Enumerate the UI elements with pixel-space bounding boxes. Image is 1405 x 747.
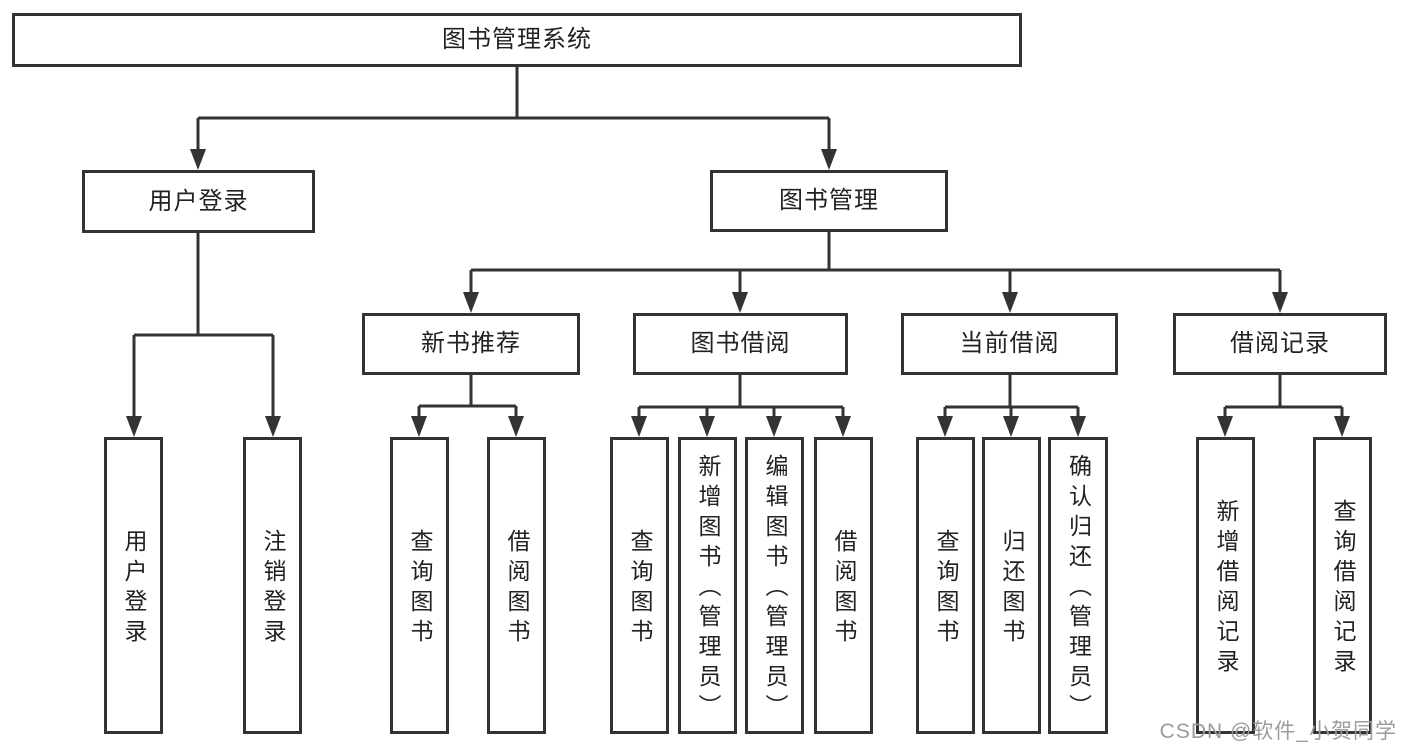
node-book-borrow: 图书借阅 — [633, 313, 848, 375]
leaf-user-login: 用户登录 — [104, 437, 163, 734]
leaf-borrow-books-recommend: 借阅图书 — [487, 437, 546, 734]
node-label: 新增借阅记录 — [1213, 499, 1239, 679]
leaf-add-books-admin: 新增图书（管理员） — [678, 437, 737, 734]
leaf-logout: 注销登录 — [243, 437, 302, 734]
node-label: 确认归还（管理员） — [1065, 454, 1092, 724]
node-library-management-system: 图书管理系统 — [12, 13, 1022, 67]
node-label: 编辑图书（管理员） — [762, 454, 788, 724]
node-label: 图书管理系统 — [442, 26, 592, 53]
node-label: 查询借阅记录 — [1330, 499, 1356, 679]
csdn-watermark: CSDN @软件_小贺同学 — [1159, 720, 1397, 743]
node-label: 图书管理 — [779, 187, 879, 214]
leaf-confirm-return-admin: 确认归还（管理员） — [1048, 437, 1108, 734]
node-user-login: 用户登录 — [82, 170, 315, 233]
leaf-return-books: 归还图书 — [982, 437, 1041, 734]
leaf-query-borrow-record: 查询借阅记录 — [1313, 437, 1372, 734]
node-borrow-records: 借阅记录 — [1173, 313, 1387, 375]
node-new-book-recommend: 新书推荐 — [362, 313, 580, 375]
leaf-borrow-books: 借阅图书 — [814, 437, 873, 734]
leaf-query-books-recommend: 查询图书 — [390, 437, 449, 734]
node-current-borrow: 当前借阅 — [901, 313, 1118, 375]
node-label: 图书借阅 — [690, 330, 791, 357]
node-label: 查询图书 — [627, 529, 653, 649]
leaf-query-books-current: 查询图书 — [916, 437, 975, 734]
leaf-edit-books-admin: 编辑图书（管理员） — [745, 437, 804, 734]
node-label: 用户登录 — [148, 187, 249, 215]
node-label: 借阅图书 — [831, 529, 857, 649]
node-label: 归还图书 — [999, 529, 1025, 649]
connector-paths — [132, 67, 1344, 420]
node-label: 新书推荐 — [421, 330, 521, 357]
leaf-add-borrow-record: 新增借阅记录 — [1196, 437, 1255, 734]
node-label: 查询图书 — [407, 529, 433, 649]
node-label: 查询图书 — [933, 529, 959, 649]
node-label: 注销登录 — [260, 529, 286, 649]
arrowheads — [126, 149, 1350, 437]
node-label: 当前借阅 — [959, 330, 1060, 357]
node-label: 新增图书（管理员） — [695, 454, 721, 724]
node-label: 借阅图书 — [504, 529, 530, 649]
leaf-query-books-borrow: 查询图书 — [610, 437, 669, 734]
node-label: 用户登录 — [121, 529, 147, 649]
node-book-management: 图书管理 — [710, 170, 948, 232]
node-label: 借阅记录 — [1230, 330, 1330, 357]
